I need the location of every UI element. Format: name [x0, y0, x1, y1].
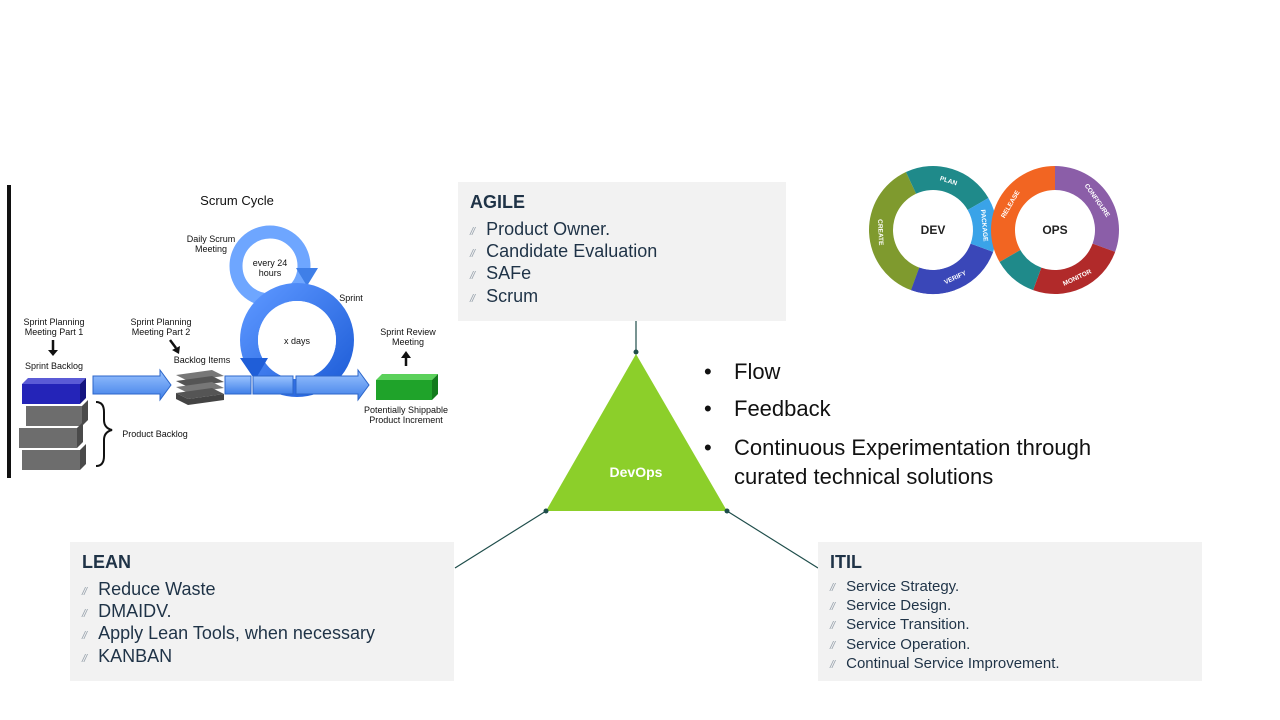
slash-icon: //: [470, 226, 475, 238]
list-item: //Continual Service Improvement.: [830, 655, 1060, 672]
agile-title: AGILE: [470, 192, 526, 212]
down-arrow-icon: [172, 346, 180, 354]
list-item: //Apply Lean Tools, when necessary: [82, 623, 375, 643]
segment-label: CREATE: [876, 219, 884, 246]
sprint-backlog-label: Sprint Backlog: [24, 361, 84, 371]
flow-bar: [224, 375, 252, 395]
list-item: //Candidate Evaluation: [470, 241, 658, 261]
agile-box: AGILE //Product Owner. //Candidate Evalu…: [458, 182, 786, 321]
segment-teal: [999, 250, 1042, 291]
list-item: //Service Design.: [830, 597, 952, 614]
segment-label: PACKAGE: [979, 209, 989, 242]
segment-package: [967, 198, 997, 252]
list-item: //SAFe: [470, 263, 532, 283]
list-item: //DMAIDV.: [82, 601, 172, 621]
itil-box: ITIL //Service Strategy. //Service Desig…: [818, 542, 1202, 681]
list-item: //Service Strategy.: [830, 578, 960, 595]
slash-icon: //: [830, 582, 835, 594]
lean-title: LEAN: [82, 552, 131, 572]
list-item: //Reduce Waste: [82, 579, 216, 599]
sprint-label: Sprint: [339, 293, 363, 303]
slash-icon: //: [830, 601, 835, 613]
daily-scrum-label: Daily Scrum Meeting: [186, 234, 236, 254]
arrow-head: [240, 358, 268, 380]
arrow-head: [296, 268, 318, 286]
bullet-item: •Feedback: [704, 396, 831, 421]
segment-verify: [911, 243, 994, 294]
backlog-items-label: Backlog Items: [173, 355, 231, 365]
planning1-label: Sprint Planning Meeting Part 1: [23, 317, 85, 337]
product-backlog-block: [26, 406, 82, 426]
connector-itil: [726, 510, 819, 569]
scrum-title: Scrum Cycle: [200, 193, 274, 208]
list-item: //KANBAN: [82, 646, 173, 666]
ops-label: OPS: [1042, 223, 1067, 237]
slash-icon: //: [470, 248, 475, 260]
devops-label: DevOps: [609, 464, 663, 480]
product-backlog-block: [22, 450, 80, 470]
scrum-cycle-graphic: [19, 225, 438, 470]
increment-label: Potentially Shippable Product Increment: [363, 405, 449, 425]
list-item: //Scrum: [470, 286, 539, 306]
scrum-left-bar: [7, 185, 11, 478]
dev-label: DEV: [921, 223, 946, 237]
slash-icon: //: [82, 608, 87, 620]
increment-block: [376, 380, 432, 400]
flow-arrow: [92, 368, 172, 402]
backlog-brace: [95, 401, 113, 467]
segment-monitor: [1033, 243, 1116, 294]
lean-box: LEAN //Reduce Waste //DMAIDV. //Apply Le…: [70, 542, 454, 681]
devops-triangle: [546, 354, 727, 511]
product-backlog-label: Product Backlog: [122, 429, 188, 439]
sprint-backlog-block: [22, 384, 80, 404]
slash-icon: //: [830, 620, 835, 632]
slash-icon: //: [82, 630, 87, 642]
segment-plan: [905, 166, 989, 210]
vertex-dot: [724, 508, 730, 514]
segment-create: [869, 171, 920, 291]
segment-release: [991, 166, 1055, 262]
down-arrow-icon: [48, 350, 58, 356]
flow-arrow: [295, 368, 370, 402]
bullet-item: •Flow: [704, 359, 781, 384]
xdays-label: x days: [283, 336, 310, 346]
slash-icon: //: [82, 586, 87, 598]
vertex-dot: [633, 349, 639, 355]
list-item: //Service Transition.: [830, 616, 970, 633]
list-item: //Product Owner.: [470, 219, 611, 239]
connector-lean: [454, 510, 547, 569]
up-arrow-icon: [401, 351, 411, 358]
product-backlog-block: [19, 428, 77, 448]
slash-icon: //: [470, 270, 475, 282]
planning2-label: Sprint Planning Meeting Part 2: [130, 317, 192, 337]
bullet-item: •Continuous Experimentation through cura…: [704, 435, 1092, 489]
review-label: Sprint Review Meeting: [380, 327, 436, 347]
slash-icon: //: [470, 293, 475, 305]
slash-icon: //: [82, 653, 87, 665]
slash-icon: //: [830, 659, 835, 671]
list-item: //Service Operation.: [830, 636, 971, 653]
slash-icon: //: [830, 640, 835, 652]
itil-title: ITIL: [830, 552, 862, 572]
every-label: every 24 hours: [252, 258, 288, 278]
vertex-dot: [543, 508, 549, 514]
flow-bar: [252, 375, 294, 395]
segment-configure: [1055, 166, 1119, 252]
